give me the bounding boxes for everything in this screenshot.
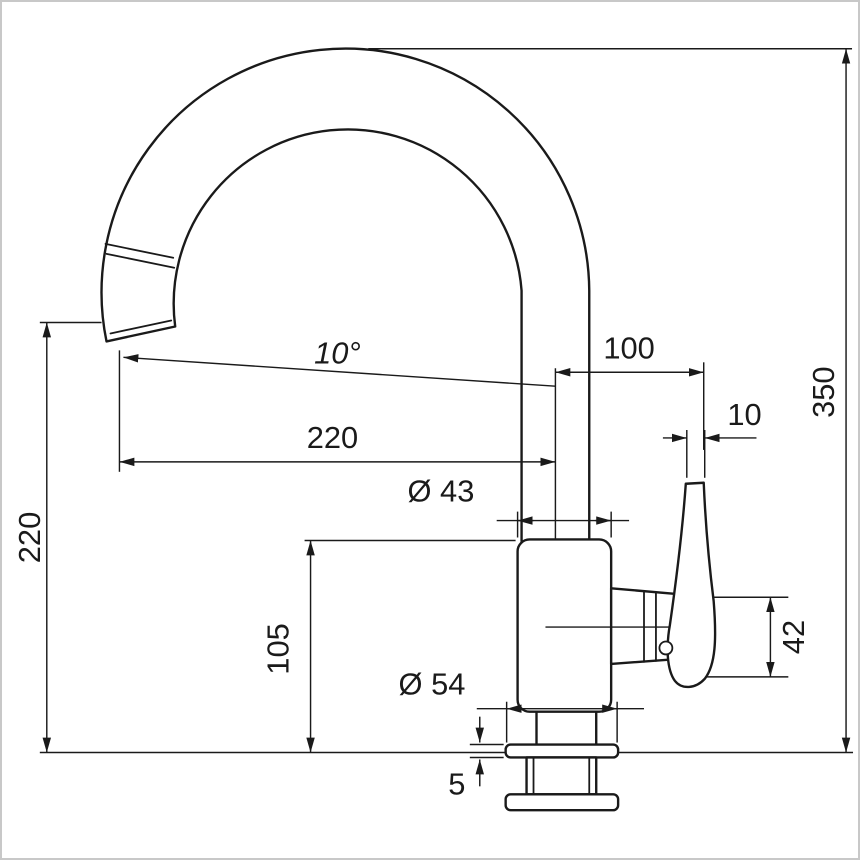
dim-label-105: 105 <box>261 623 296 674</box>
dim-base-plate: 5 <box>448 716 504 801</box>
dim-body-height: 105 <box>261 539 516 753</box>
faucet-spout-tube <box>100 47 591 543</box>
dim-label-220-vertical: 220 <box>12 512 47 563</box>
base-flange <box>504 743 620 759</box>
faucet-handle-lever <box>666 481 717 689</box>
dim-spout-reach: 220 <box>118 350 557 540</box>
dim-label-5: 5 <box>448 766 465 801</box>
dim-label-42: 42 <box>776 620 811 654</box>
dim-label-10deg: 10° <box>314 335 361 370</box>
angle-line <box>123 354 556 387</box>
spout-outlet-rim <box>109 319 173 335</box>
dim-base-diameter: Ø 54 <box>399 667 644 743</box>
dim-label-d43: Ø 43 <box>408 474 475 509</box>
spout-joint-ring-2 <box>105 252 176 269</box>
dim-spout-angle: 10° <box>123 335 556 387</box>
dim-handle-height: 42 <box>706 596 811 678</box>
dim-total-height: 350 <box>368 48 853 753</box>
faucet-outline <box>100 47 717 812</box>
dim-spout-offset: 100 <box>555 330 705 450</box>
dim-label-100: 100 <box>603 330 654 365</box>
handle-pivot-screw <box>658 640 674 656</box>
dim-handle-width: 10 <box>662 397 762 478</box>
spout-joint-ring-1 <box>104 242 175 259</box>
dim-label-d54: Ø 54 <box>399 667 466 702</box>
mounting-nut <box>504 793 620 812</box>
dim-label-220-horizontal: 220 <box>307 420 358 455</box>
dim-outlet-height: 220 <box>12 321 102 753</box>
dim-label-350: 350 <box>806 366 841 417</box>
dim-label-10: 10 <box>727 397 761 432</box>
threaded-shank <box>525 756 598 796</box>
faucet-body <box>516 538 613 713</box>
dim-body-diameter: Ø 43 <box>408 474 630 538</box>
